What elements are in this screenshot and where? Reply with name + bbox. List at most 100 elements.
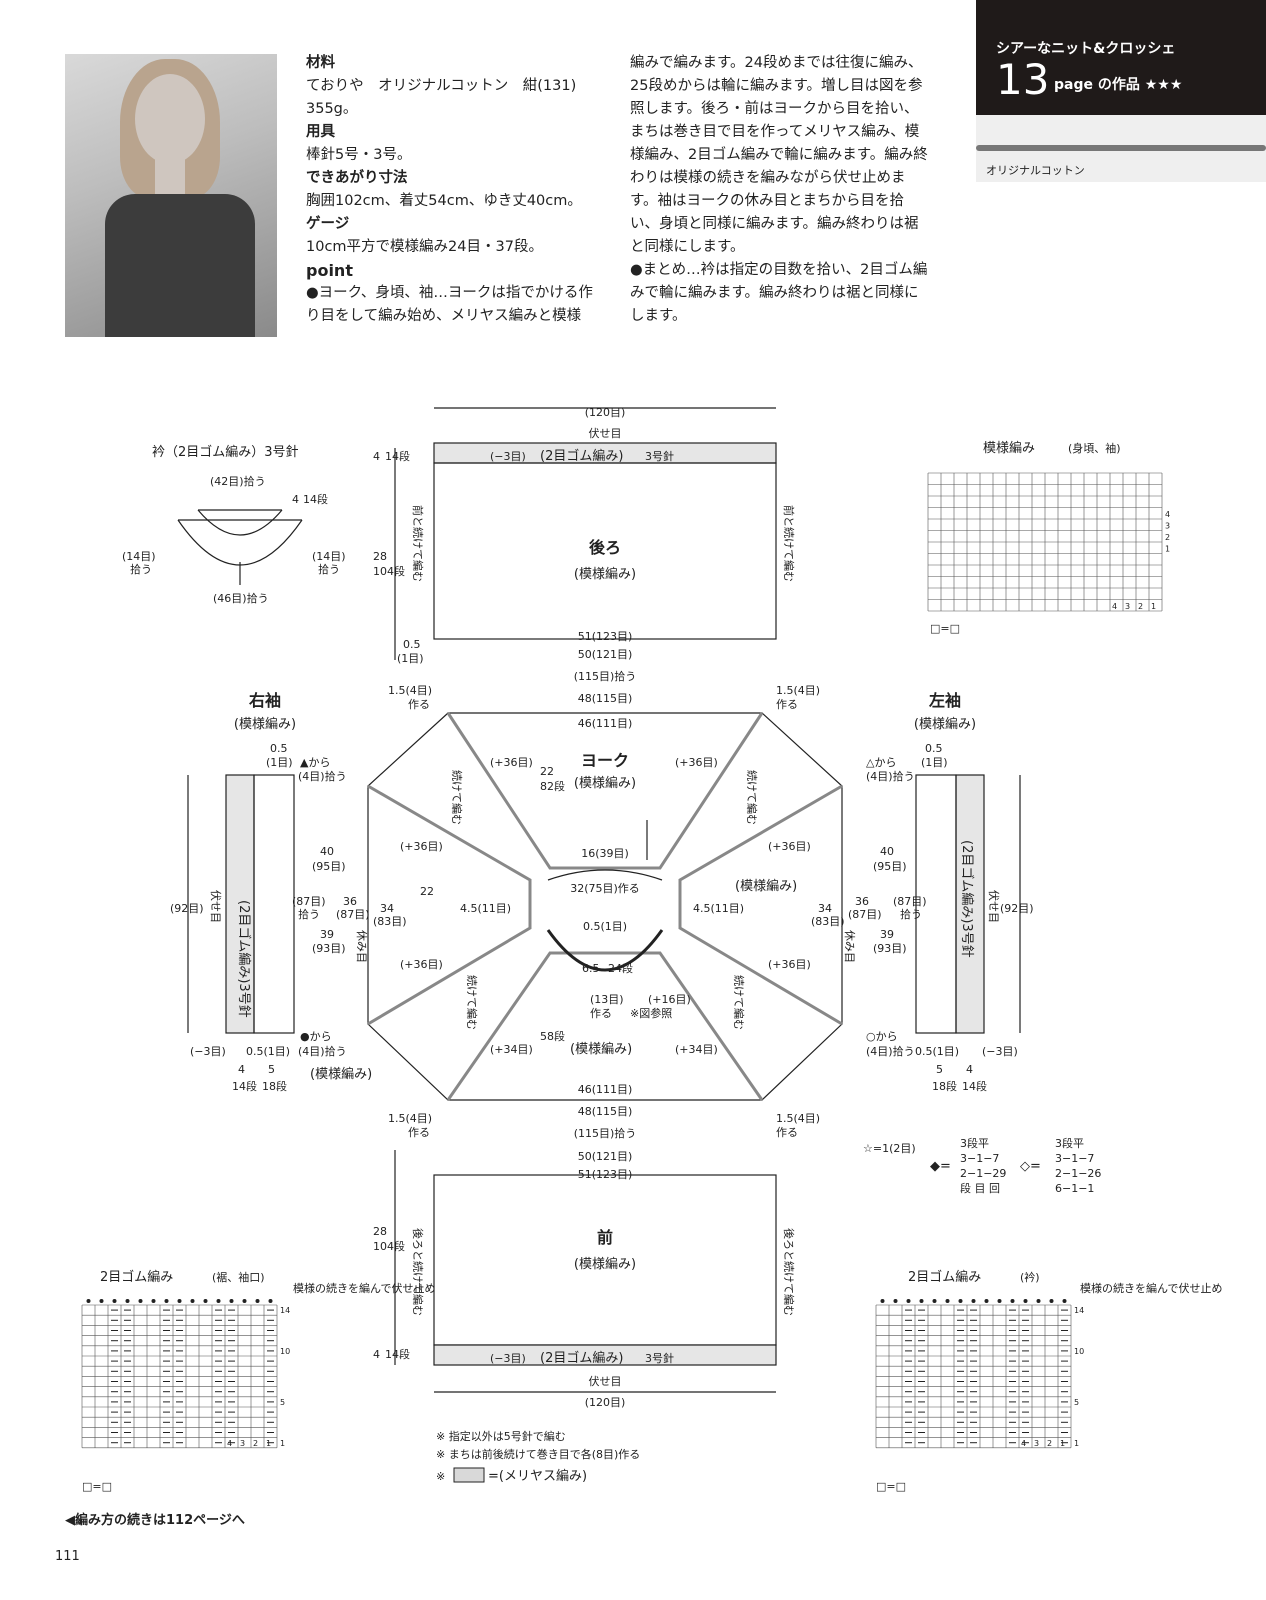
right-sleeve-93: (93目) bbox=[312, 942, 346, 955]
col-number: 1 bbox=[1060, 1439, 1065, 1448]
back-bindoff-label: 伏せ目 bbox=[589, 426, 622, 440]
left-sleeve-hirou: 拾う bbox=[900, 907, 922, 921]
bindoff-dot bbox=[945, 1299, 950, 1303]
left-sleeve-34: 34 bbox=[818, 902, 832, 915]
legend-diamond-icon: ◆= bbox=[930, 1159, 951, 1174]
back-cont-right: 前と続けて編む bbox=[782, 505, 796, 582]
bindoff-dot bbox=[99, 1299, 104, 1303]
collar-rows2: 14段 bbox=[303, 492, 328, 506]
left-sleeve-92: (92目) bbox=[1000, 902, 1034, 915]
yarn-sample: オリジナルコットン bbox=[976, 115, 1266, 182]
gauge-heading: ゲージ bbox=[306, 216, 350, 232]
left-sleeve-39: 39 bbox=[880, 928, 894, 941]
front-minus3: (−3目) bbox=[490, 1352, 526, 1365]
yoke-w45-l: 4.5(11目) bbox=[460, 902, 511, 915]
right-sleeve-rest: 休み目 bbox=[355, 930, 368, 963]
left-sleeve-w5: 5 bbox=[936, 1063, 943, 1076]
right-sleeve-from-tri: ▲から bbox=[300, 756, 330, 769]
col-number: 2 bbox=[1138, 602, 1143, 611]
right-sleeve-1me: (1目) bbox=[266, 756, 293, 769]
front-cont-right: 後ろと続けて編む bbox=[782, 1228, 796, 1316]
pattern-chart-title: 模様編み bbox=[983, 440, 1035, 456]
right-sleeve-title: 右袖 bbox=[249, 691, 281, 710]
row-number: 2 bbox=[1165, 533, 1170, 542]
yoke-h65: 6.5 bbox=[582, 962, 600, 975]
right-sleeve-40: 40 bbox=[320, 845, 334, 858]
note-stockinette: =(メリヤス編み) bbox=[488, 1468, 587, 1484]
back-h104: 104段 bbox=[373, 564, 405, 578]
right-sleeve-36: 36 bbox=[343, 895, 357, 908]
note-needle: ※ 指定以外は5号針で編む bbox=[436, 1429, 566, 1443]
right-sleeve-from-circle: ●から bbox=[300, 1030, 332, 1043]
yoke-h22: 22 bbox=[540, 765, 554, 778]
bindoff-dot bbox=[125, 1299, 130, 1303]
series-header: シアーなニット&クロッシェ 13 page の作品 ★★★ bbox=[976, 0, 1266, 115]
back-w50: 50(121目) bbox=[578, 648, 633, 661]
col-number: 4 bbox=[1112, 602, 1117, 611]
left-sleeve-93: (93目) bbox=[873, 942, 907, 955]
bindoff-dot bbox=[164, 1299, 169, 1303]
bindoff-dot bbox=[190, 1299, 195, 1303]
collar-hirou-left: 拾う bbox=[130, 562, 152, 576]
left-sleeve-w4: 4 bbox=[966, 1063, 973, 1076]
note-stockinette-mark: ※ bbox=[436, 1470, 445, 1483]
bindoff-dot bbox=[216, 1299, 221, 1303]
yoke-pattern-right: (模様編み) bbox=[735, 878, 797, 894]
yoke-plus16: (+16目) bbox=[648, 993, 691, 1006]
yoke-plus36-tr: (+36目) bbox=[675, 756, 718, 769]
back-w48: 48(115目) bbox=[578, 692, 633, 705]
bindoff-dot bbox=[1036, 1299, 1041, 1303]
yoke-w13: (13目) bbox=[590, 993, 624, 1006]
collar-rows: 4 bbox=[292, 493, 299, 506]
front-w115: (115目)拾う bbox=[574, 1126, 637, 1140]
legend-open-diamond-icon: ◇= bbox=[1020, 1159, 1041, 1174]
yoke-cont-bl: 続けて編む bbox=[465, 975, 479, 1030]
yoke-w46-top: 46(111目) bbox=[578, 717, 633, 730]
left-sleeve-bindoff: 伏せ目 bbox=[987, 890, 1001, 923]
instructions-p2: ●まとめ…衿は指定の目数を拾い、2目ゴム編みで輪に編みます。編み終わりは裾と同様… bbox=[630, 262, 928, 324]
back-tsukuru-right: 作る bbox=[776, 698, 798, 711]
front-rib-label: (2目ゴム編み) bbox=[540, 1350, 623, 1366]
page-number: 111 bbox=[55, 1549, 80, 1564]
right-sleeve-subtitle: (模様編み) bbox=[234, 716, 296, 732]
bindoff-dot bbox=[229, 1299, 234, 1303]
left-sleeve-from-circle: ○から bbox=[866, 1030, 898, 1043]
left-sleeve-36: 36 bbox=[855, 895, 869, 908]
left-sleeve-05: 0.5 bbox=[925, 742, 943, 755]
back-maki-left: 1.5(4目) bbox=[388, 684, 432, 697]
back-w51: 51(123目) bbox=[578, 630, 633, 643]
front-w48: 48(115目) bbox=[578, 1105, 633, 1118]
left-sleeve-05-bottom: 0.5(1目) bbox=[915, 1045, 959, 1058]
continue-note: ◀編み方の続きは112ページへ bbox=[65, 1512, 245, 1528]
materials-column: 材料 ておりや オリジナルコットン 紺(131) 355g。 用具 棒針5号・3… bbox=[306, 52, 606, 328]
yoke-w46-bottom: 46(111目) bbox=[578, 1083, 633, 1096]
front-h4: 4 bbox=[373, 1348, 380, 1361]
left-sleeve-rib: (2目ゴム編み)3号針 bbox=[959, 840, 975, 958]
size-heading: できあがり寸法 bbox=[306, 170, 408, 186]
right-sleeve-14: 14段 bbox=[232, 1079, 257, 1093]
yoke-subtitle: (模様編み) bbox=[574, 775, 636, 791]
legend-dia-b: 3−1−7 bbox=[960, 1152, 999, 1165]
row-number: 10 bbox=[280, 1347, 290, 1356]
yoke-title: ヨーク bbox=[581, 751, 629, 770]
point-heading: point bbox=[306, 261, 353, 280]
rib-chart-right-note: 模様の続きを編んで伏せ止め bbox=[1080, 1281, 1222, 1295]
right-sleeve-83: (83目) bbox=[373, 915, 407, 928]
bindoff-dot bbox=[971, 1299, 976, 1303]
bindoff-dot bbox=[932, 1299, 937, 1303]
back-h1me: (1目) bbox=[397, 652, 424, 665]
left-sleeve-83: (83目) bbox=[811, 915, 845, 928]
left-sleeve-title: 左袖 bbox=[928, 691, 961, 710]
bindoff-dot bbox=[203, 1299, 208, 1303]
bindoff-dot bbox=[997, 1299, 1002, 1303]
front-cont-left: 後ろと続けて編む bbox=[411, 1228, 425, 1316]
left-sleeve-40: 40 bbox=[880, 845, 894, 858]
front-tsukuru-left: 作る bbox=[408, 1126, 430, 1139]
yoke-plus36-tl: (+36目) bbox=[490, 756, 533, 769]
legend-odia-d: 6−1−1 bbox=[1055, 1182, 1094, 1195]
left-sleeve-rest: 休み目 bbox=[843, 930, 856, 963]
rib-legend-left: □=□ bbox=[82, 1480, 112, 1493]
right-sleeve-4hirou-bottom: (4目)拾う bbox=[298, 1044, 347, 1058]
front-w50: 50(121目) bbox=[578, 1150, 633, 1163]
